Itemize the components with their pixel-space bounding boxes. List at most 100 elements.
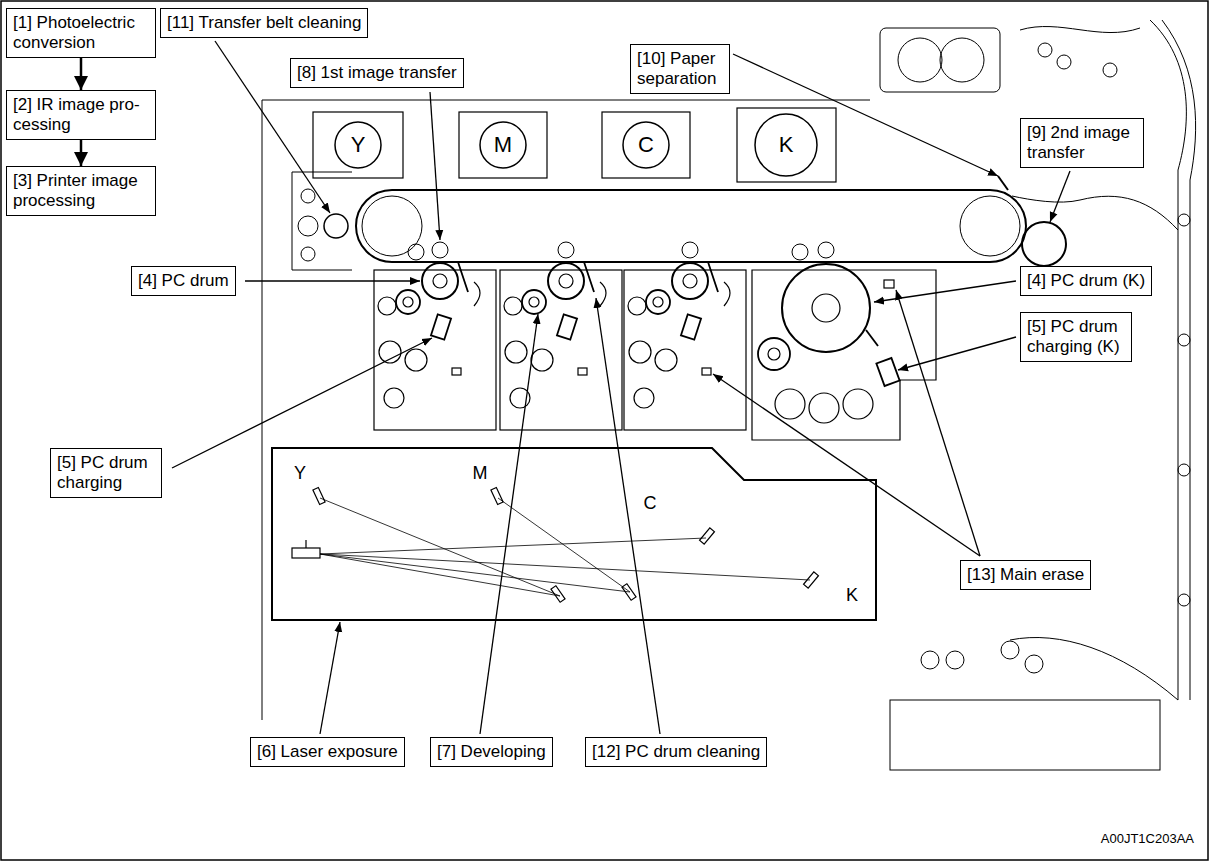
- developing-roller: [758, 338, 790, 370]
- transfer-roller: [432, 242, 448, 258]
- callout-text: [10] Paper separation: [637, 49, 723, 89]
- second-transfer-roller: [1022, 222, 1066, 266]
- imaging-unit: [624, 262, 746, 430]
- auger: [843, 389, 873, 419]
- toner-letter: M: [494, 132, 512, 158]
- belt-cleaning-unit: [292, 172, 352, 270]
- laser-beam: [498, 498, 630, 592]
- callout-text: [2] IR image pro- cessing: [13, 95, 149, 135]
- roller-shaft: [403, 297, 413, 307]
- charger: [876, 358, 899, 386]
- callout-box: [7] Developing: [430, 737, 553, 767]
- auger: [809, 393, 839, 423]
- unit-housing: [752, 270, 936, 440]
- roller-shaft: [768, 348, 780, 360]
- callout-text: [7] Developing: [437, 742, 546, 762]
- paper-path: [1020, 27, 1140, 33]
- flow-arrow: [80, 58, 83, 90]
- leader-line: [320, 622, 340, 734]
- paper-path: [1012, 196, 1178, 230]
- feed-roller: [921, 651, 939, 669]
- cleaning-roller: [298, 216, 318, 236]
- callout-text: [1] Photoelectric conversion: [13, 13, 149, 53]
- figure-code: A00JT1C203AA: [1099, 832, 1196, 846]
- toner-housing: [737, 108, 836, 182]
- auger: [384, 388, 404, 408]
- roller: [1057, 55, 1071, 69]
- leader-line: [874, 281, 1016, 302]
- polygon-motor: [305, 540, 306, 548]
- separation-claw: [998, 176, 1008, 190]
- drum-shaft: [433, 274, 447, 288]
- roller: [1038, 43, 1052, 57]
- callout-text: [5] PC drum charging (K): [1027, 317, 1125, 357]
- callout-box: [10] Paper separation: [630, 44, 730, 94]
- color-letter: Y: [292, 464, 308, 484]
- callout-box: [3] Printer image processing: [6, 166, 156, 216]
- auger: [405, 349, 427, 371]
- callout-text: [6] Laser exposure: [257, 742, 398, 762]
- callout-box: [11] Transfer belt cleaning: [160, 8, 368, 38]
- erase-lamp: [452, 368, 461, 375]
- callout-box: [5] PC drum charging (K): [1020, 312, 1132, 362]
- color-letter: M: [471, 464, 490, 484]
- laser-unit: [272, 448, 876, 620]
- leader-line: [713, 374, 980, 556]
- mirror: [804, 572, 819, 588]
- roller: [1103, 63, 1117, 77]
- belt-roller: [362, 196, 422, 256]
- callout-text: [4] PC drum (K): [1027, 271, 1145, 291]
- callout-box: [12] PC drum cleaning: [585, 737, 767, 767]
- pc-drum: [782, 264, 870, 352]
- flow-arrow: [80, 140, 83, 166]
- laser-beam: [320, 554, 810, 580]
- callout-box: [2] IR image pro- cessing: [6, 90, 156, 140]
- imaging-unit: [374, 262, 496, 430]
- transfer-roller: [408, 244, 424, 260]
- mirror: [700, 528, 715, 544]
- belt-roller: [960, 196, 1020, 256]
- mirror: [622, 584, 636, 601]
- leader-line: [1050, 171, 1070, 222]
- laser-beam: [320, 554, 630, 592]
- fusing-roller: [940, 38, 984, 82]
- callout-box: [4] PC drum: [131, 266, 236, 296]
- callout-text: [3] Printer image processing: [13, 171, 149, 211]
- color-letter: K: [844, 586, 860, 606]
- roller: [1178, 214, 1190, 226]
- callout-box: [9] 2nd image transfer: [1020, 118, 1144, 168]
- leader-line: [430, 92, 440, 240]
- toner-housing: [313, 112, 403, 178]
- mirror: [313, 487, 325, 504]
- callout-text: [4] PC drum: [138, 271, 229, 291]
- fusing-unit: [880, 28, 1000, 92]
- imaging-unit-k: [752, 264, 936, 440]
- mirror: [551, 586, 565, 603]
- paper-path: [1162, 20, 1196, 700]
- drum-shaft: [812, 294, 840, 322]
- leader-line: [596, 298, 660, 734]
- callout-box: [6] Laser exposure: [250, 737, 405, 767]
- paper-tray: [890, 700, 1160, 770]
- cleaning-blade: [866, 330, 878, 346]
- toner-circle: [755, 114, 817, 176]
- leader-line: [245, 280, 420, 281]
- pc-drum: [422, 263, 458, 299]
- transfer-belt: [356, 190, 1026, 262]
- charger: [431, 314, 451, 339]
- toner-circle: [480, 122, 526, 168]
- toner-letter: C: [638, 132, 654, 158]
- callout-box: [8] 1st image transfer: [290, 58, 464, 88]
- developing-roller: [396, 290, 420, 314]
- toner-housing: [459, 112, 547, 178]
- roller: [1178, 334, 1190, 346]
- transfer-roller: [682, 242, 698, 258]
- laser-beam: [320, 538, 706, 554]
- callout-box: [1] Photoelectric conversion: [6, 8, 156, 58]
- auger: [775, 389, 805, 419]
- transfer-roller: [818, 242, 834, 258]
- paper-path: [1010, 638, 1178, 701]
- roller: [1178, 464, 1190, 476]
- paper-path: [1150, 20, 1186, 700]
